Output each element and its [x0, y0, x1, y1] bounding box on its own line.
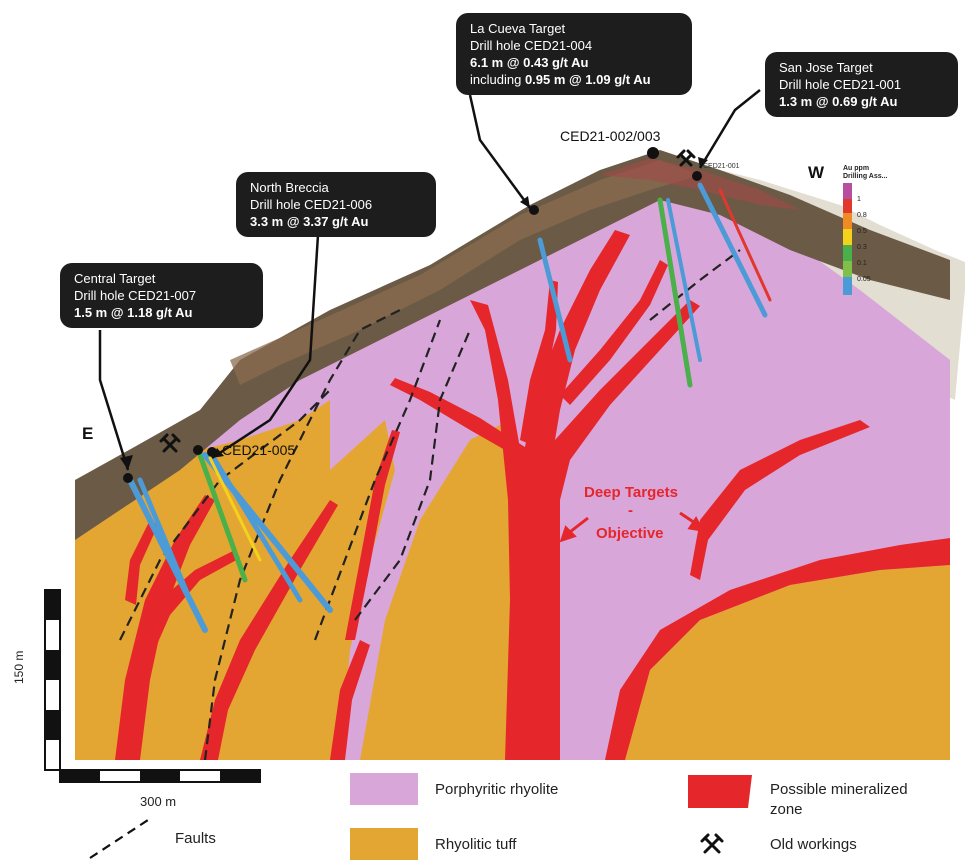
au-legend-bin-6: 0.05: [857, 276, 871, 283]
callout-central-title: Central Target: [74, 271, 156, 286]
au-legend-bin-2: 0.8: [857, 212, 867, 219]
rhyolitic-tuff-right: [610, 565, 950, 760]
au-legend-title-2: Drilling Ass...: [843, 173, 888, 180]
label-west: W: [808, 163, 825, 182]
legend-label-porphyritic: Porphyritic rhyolite: [435, 781, 559, 798]
rhyolitic-tuff-dome-2: [360, 420, 510, 760]
au-legend-title-1: Au ppm: [843, 165, 870, 172]
legend-swatch-faults: [89, 819, 149, 859]
callout-north-title: North Breccia: [250, 180, 329, 195]
callout-central-result: 1.5 m @ 1.18 g/t Au: [74, 305, 193, 320]
label-ced21-005: CED21-005: [222, 442, 296, 458]
horizontal-scale-bar: [59, 769, 261, 783]
scale-vertical-label: 150 m: [12, 650, 26, 684]
callout-san-jose-target: San Jose Target Drill hole CED21-001 1.3…: [765, 52, 958, 117]
legend-label-mineralized-1: Possible mineralized: [770, 781, 908, 798]
surface-cover-highlight: [230, 160, 700, 385]
callout-north-hole: Drill hole CED21-006: [250, 197, 373, 212]
callout-la-cueva-target: La Cueva Target Drill hole CED21-004 6.1…: [456, 13, 692, 95]
au-legend-bin-3: 0.5: [857, 228, 867, 235]
old-workings-symbols: [159, 149, 696, 453]
callout-cueva-including: including 0.95 m @ 1.09 g/t Au: [470, 71, 678, 88]
callout-leaders: [98, 89, 761, 471]
label-east: E: [82, 424, 94, 443]
callout-cueva-result: 6.1 m @ 0.43 g/t Au: [470, 55, 589, 70]
legend-label-old-workings: Old workings: [770, 836, 857, 853]
au-legend-bin-4: 0.3: [857, 244, 867, 251]
callout-cueva-including-result: 0.95 m @ 1.09 g/t Au: [524, 72, 651, 87]
mineralized-zones: [115, 230, 950, 760]
callout-sanjose-result: 1.3 m @ 0.69 g/t Au: [779, 94, 898, 109]
label-ced21-001-small: CED21-001: [703, 163, 740, 170]
label-deep-targets-dash: -: [628, 502, 633, 519]
scale-horizontal-label: 300 m: [140, 794, 177, 809]
callout-north-breccia: North Breccia Drill hole CED21-006 3.3 m…: [236, 172, 436, 237]
label-ced21-002-003: CED21-002/003: [560, 128, 661, 144]
callout-central-hole: Drill hole CED21-007: [74, 288, 197, 303]
legend-label-tuff: Rhyolitic tuff: [435, 836, 517, 853]
drill-holes: [127, 182, 772, 633]
label-deep-targets: Deep Targets: [584, 484, 678, 501]
vertical-scale-bar: [44, 589, 61, 771]
callout-cueva-title: La Cueva Target: [470, 21, 566, 36]
rhyolitic-tuff-dome-1: [250, 420, 395, 760]
faults: [119, 249, 741, 761]
callout-cueva-including-prefix: including: [470, 72, 525, 87]
legend-swatch-old-workings: [700, 833, 724, 854]
callout-sanjose-hole: Drill hole CED21-001: [779, 77, 902, 92]
callout-central-target: Central Target Drill hole CED21-007 1.5 …: [60, 263, 263, 328]
drill-collars: [123, 147, 702, 483]
au-legend-bin-1: 1: [857, 196, 861, 203]
legend-label-mineralized-2: zone: [770, 801, 803, 818]
callout-north-result: 3.3 m @ 3.37 g/t Au: [250, 214, 369, 229]
au-ppm-colorbar: [843, 183, 852, 295]
legend-swatch-mineralized: [688, 775, 752, 808]
callout-sanjose-title: San Jose Target: [779, 60, 873, 75]
legend-label-faults: Faults: [175, 830, 216, 847]
label-objective: Objective: [596, 525, 664, 542]
au-legend-bin-5: 0.1: [857, 260, 867, 267]
legend-swatch-porphyritic: [350, 773, 418, 805]
callout-cueva-hole: Drill hole CED21-004: [470, 38, 593, 53]
deep-target-arrows: [559, 511, 705, 543]
legend-swatch-tuff: [350, 828, 418, 860]
